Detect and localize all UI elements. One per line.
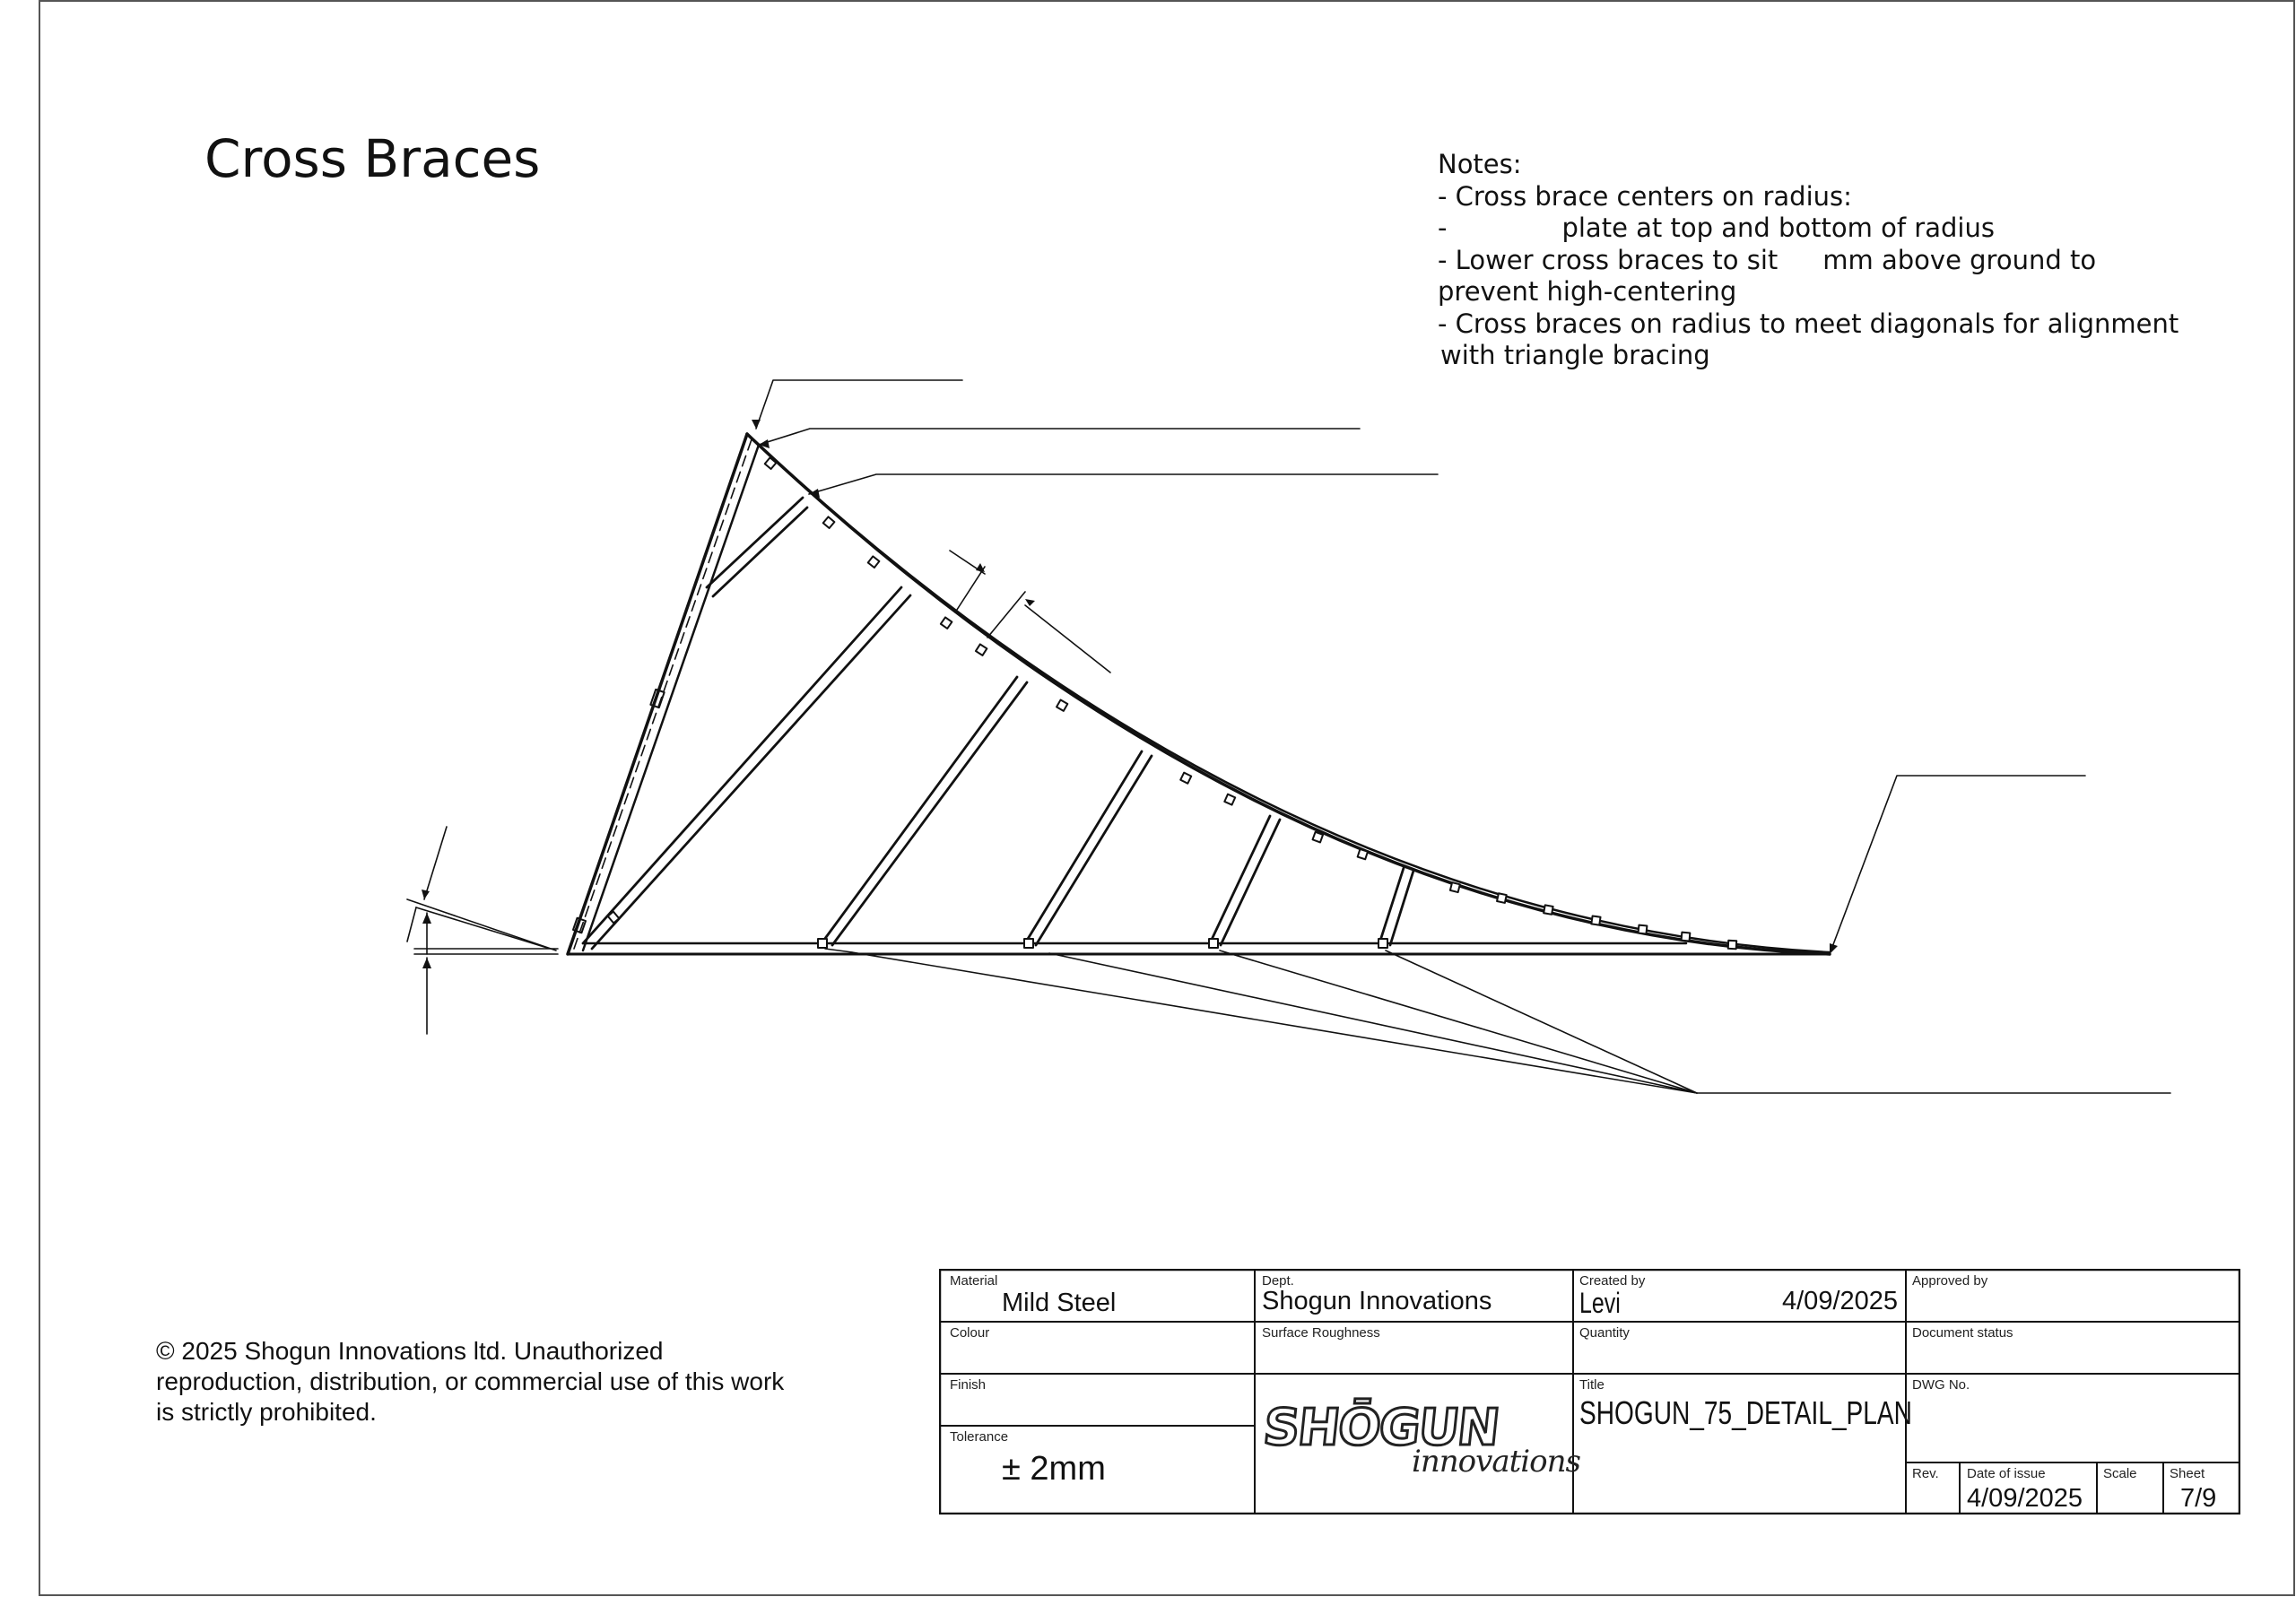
notes-line-1: - Cross brace centers on radius: bbox=[1438, 180, 1852, 212]
copyright-line-1: © 2025 Shogun Innovations ltd. Unauthori… bbox=[156, 1337, 664, 1365]
sheet-label: Sheet bbox=[2170, 1466, 2205, 1481]
cross-brace-3 bbox=[820, 675, 1029, 947]
scale-label: Scale bbox=[2103, 1466, 2137, 1481]
copyright-notice: © 2025 Shogun Innovations ltd. Unauthori… bbox=[156, 1336, 874, 1428]
sheet-border bbox=[39, 0, 2295, 1596]
page-title: Cross Braces bbox=[204, 128, 541, 189]
title-block: Material Mild Steel Dept. Shogun Innovat… bbox=[939, 1269, 2240, 1515]
radius-rails bbox=[745, 432, 1831, 956]
material-value: Mild Steel bbox=[1002, 1289, 1117, 1317]
created-by-label: Created by bbox=[1579, 1273, 1646, 1289]
ground-clearance-dimension bbox=[406, 826, 559, 1035]
notes-block: Notes: - Cross brace centers on radius: … bbox=[1438, 149, 2182, 372]
notes-line-4: prevent high-centering bbox=[1438, 276, 1737, 307]
date-of-issue-label: Date of issue bbox=[1967, 1466, 2046, 1481]
document-status-label: Document status bbox=[1912, 1325, 2013, 1341]
cross-braces bbox=[581, 496, 1415, 950]
notes-line-2: -plate at top and bottom of radius bbox=[1438, 213, 1995, 243]
colour-label: Colour bbox=[950, 1325, 990, 1341]
drawing-title-value: SHOGUN_75_DETAIL_PLAN bbox=[1579, 1394, 1912, 1431]
approved-by-label: Approved by bbox=[1912, 1273, 1988, 1289]
dept-label: Dept. bbox=[1262, 1273, 1294, 1289]
rev-label: Rev. bbox=[1912, 1466, 1939, 1481]
front-rail bbox=[566, 432, 761, 956]
sheet-value: 7/9 bbox=[2180, 1484, 2217, 1513]
cross-brace-6 bbox=[1378, 866, 1415, 947]
title-label: Title bbox=[1579, 1377, 1605, 1393]
notes-heading: Notes: bbox=[1438, 149, 1522, 179]
tolerance-value: ± 2mm bbox=[1002, 1450, 1106, 1488]
created-date-value: 4/09/2025 bbox=[1782, 1287, 1899, 1315]
tolerance-label: Tolerance bbox=[950, 1429, 1009, 1445]
finish-label: Finish bbox=[950, 1377, 987, 1393]
material-label: Material bbox=[950, 1273, 998, 1289]
shogun-logo: SHŌGUN innovations bbox=[1259, 1398, 1581, 1480]
radius-dimension bbox=[949, 550, 1111, 673]
quantity-label: Quantity bbox=[1579, 1325, 1630, 1341]
created-by-value: Levi bbox=[1579, 1287, 1621, 1319]
cross-brace-1 bbox=[705, 496, 809, 598]
leader-lines bbox=[752, 379, 2171, 1094]
ground-rail bbox=[566, 942, 1831, 956]
cross-brace-5 bbox=[1208, 814, 1282, 947]
copyright-line-3: is strictly prohibited. bbox=[156, 1398, 377, 1426]
cross-brace-4 bbox=[1023, 750, 1153, 947]
dwg-no-label: DWG No. bbox=[1912, 1377, 1970, 1393]
date-of-issue-value: 4/09/2025 bbox=[1967, 1484, 2083, 1513]
cross-brace-2 bbox=[581, 586, 912, 950]
title-block-grid bbox=[939, 1269, 2240, 1515]
copyright-line-2: reproduction, distribution, or commercia… bbox=[156, 1367, 785, 1395]
notes-line-5: - Cross braces on radius to meet diagona… bbox=[1438, 308, 2179, 339]
surface-roughness-label: Surface Roughness bbox=[1262, 1325, 1380, 1341]
dept-value: Shogun Innovations bbox=[1262, 1287, 1492, 1315]
notes-line-6: with triangle bracing bbox=[1440, 340, 1710, 370]
